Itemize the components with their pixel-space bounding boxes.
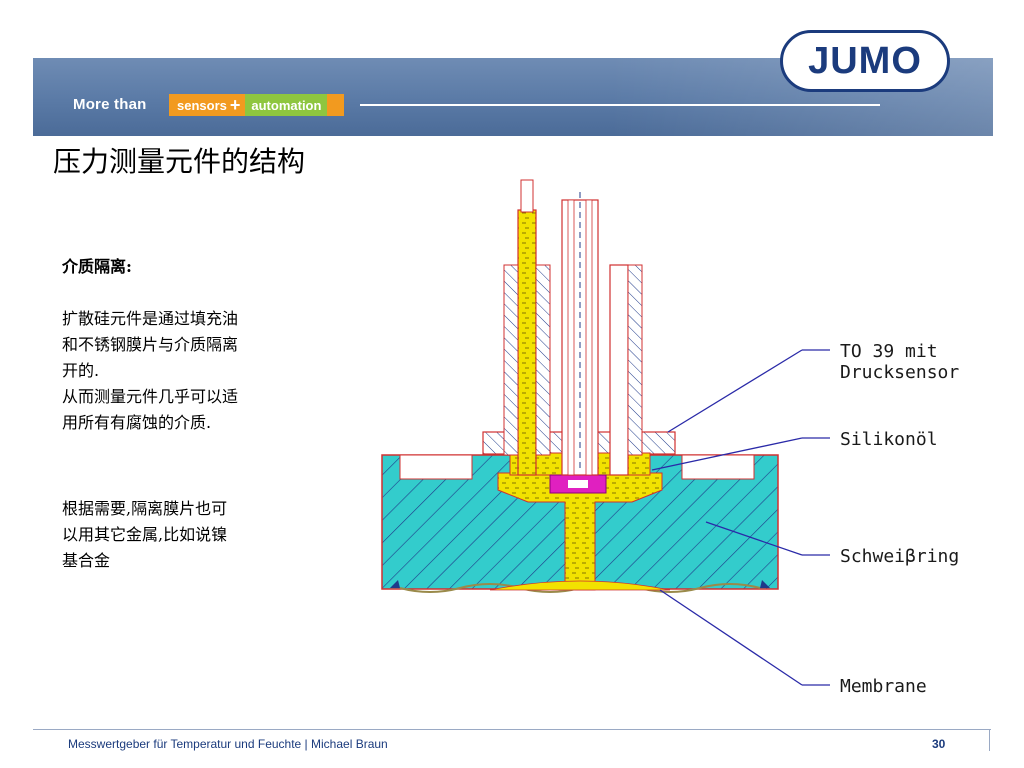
tagline-automation: automation <box>245 94 328 116</box>
leader-to39 <box>667 349 803 433</box>
membrane-oil <box>489 580 671 591</box>
paragraph-1-line: 开的. <box>62 361 100 380</box>
leader-silikon <box>651 437 803 471</box>
paragraph-1-line: 从而测量元件几乎可以适 <box>62 387 239 406</box>
page-number: 30 <box>932 737 946 751</box>
fill-tube-tip <box>520 179 534 213</box>
leader-membrane <box>659 589 803 686</box>
paragraph-2: 根据需要,隔离膜片也可 以用其它金属,比如说镍 基合金 <box>62 496 322 574</box>
logo-text: JUMO <box>808 39 922 82</box>
label-membrane: Membrane <box>840 676 927 697</box>
label-schweissring: Schweiβring <box>840 546 959 567</box>
tagline-sensors: sensors <box>177 97 227 113</box>
label-silikonol: Silikonöl <box>840 429 938 450</box>
pressure-sensor-diagram: TO 39 mit Drucksensor Silikonöl Schweiβr… <box>381 179 959 697</box>
footer-rule <box>33 729 991 730</box>
weld-point-right <box>760 580 770 588</box>
footer-vbar <box>989 729 990 751</box>
slide-title: 压力测量元件的结构 <box>53 145 306 178</box>
footer-text: Messwertgeber für Temperatur und Feuchte… <box>68 737 388 751</box>
paragraph-2-line: 根据需要,隔离膜片也可 <box>62 499 228 518</box>
section-heading: 介质隔离: <box>62 257 132 276</box>
tagline-box: sensors + automation <box>169 94 344 116</box>
right-pin-outer <box>609 264 629 476</box>
pin-left-wall <box>503 264 519 456</box>
label-to39-line2: Drucksensor <box>840 362 959 383</box>
tagline-plus: + <box>229 94 241 115</box>
center-tube-wall-left <box>567 199 575 476</box>
paragraph-1: 扩散硅元件是通过填充油 和不锈钢膜片与介质隔离 开的. 从而测量元件几乎可以适 … <box>62 306 322 436</box>
banner-rule <box>360 104 880 106</box>
fill-tube <box>517 209 537 476</box>
recess-left <box>399 454 473 480</box>
leader-schweiss <box>705 521 803 556</box>
pin-right-wall <box>535 264 551 456</box>
weld-point-left <box>390 580 400 588</box>
label-to39-line1: TO 39 mit <box>840 341 938 362</box>
paragraph-2-line: 基合金 <box>62 551 111 570</box>
tagline-prefix: More than <box>73 96 147 113</box>
right-pin-hatched <box>627 264 643 456</box>
paragraph-1-line: 和不锈钢膜片与介质隔离 <box>62 335 239 354</box>
jumo-logo: JUMO <box>780 30 950 92</box>
paragraph-2-line: 以用其它金属,比如说镍 <box>62 525 228 544</box>
center-tube-wall-right <box>585 199 593 476</box>
recess-right <box>681 454 755 480</box>
sensor-die <box>568 480 588 488</box>
paragraph-1-line: 用所有有腐蚀的介质. <box>62 413 212 432</box>
paragraph-1-line: 扩散硅元件是通过填充油 <box>62 309 239 328</box>
